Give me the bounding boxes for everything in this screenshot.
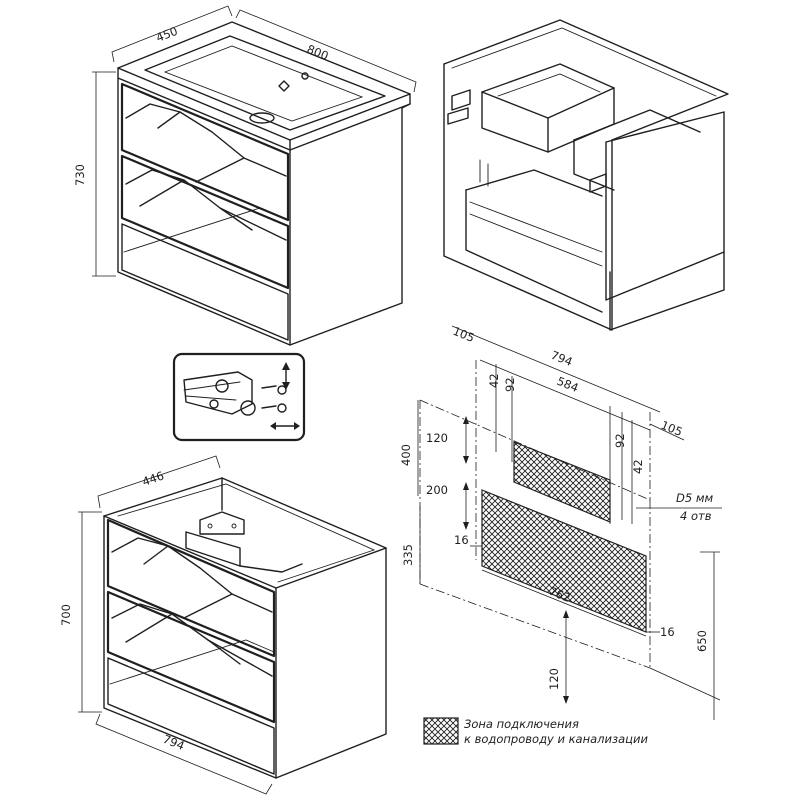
hole-count: 4 отв — [680, 509, 712, 523]
dim-frame-depth: 446 — [140, 468, 165, 488]
dim-zone-height: 200 — [426, 483, 448, 497]
dim-front-depth: 450 — [154, 24, 180, 45]
hole-diameter: D5 мм — [676, 491, 714, 505]
dim-right-offset: 105 — [659, 418, 685, 439]
legend: Зона подключения к водопроводу и канализ… — [423, 717, 648, 746]
dim-inner-pitch-left: 42 — [487, 373, 501, 388]
dim-lower-height: 335 — [401, 544, 415, 566]
dim-total-height: 650 — [695, 630, 709, 652]
dim-front-height: 730 — [73, 164, 87, 186]
dim-mount-spacing: 584 — [555, 374, 581, 395]
legend-line-1: Зона подключения — [464, 717, 579, 731]
dim-side-gap-left: 16 — [454, 533, 469, 547]
dim-floor-offset: 120 — [547, 668, 561, 690]
dim-upper-height: 400 — [399, 444, 413, 466]
front-view-cabinet: 450 800 730 — [73, 5, 417, 346]
dim-total-width: 794 — [549, 348, 575, 369]
dim-frame-height: 700 — [59, 604, 73, 626]
legend-line-2: к водопроводу и канализации — [464, 732, 648, 746]
connection-scheme: 105 794 42 92 584 105 92 42 120 400 200 … — [399, 324, 722, 720]
dim-top-band: 120 — [426, 431, 448, 445]
dim-left-offset: 105 — [451, 324, 477, 345]
dim-outer-pitch-left: 92 — [503, 377, 517, 392]
open-frame-view — [443, 19, 729, 331]
dim-inner-pitch-right: 42 — [631, 459, 645, 474]
fitting-detail-inset — [172, 352, 306, 442]
frame-view-cabinet: 446 700 794 — [59, 455, 387, 795]
dim-side-gap-right: 16 — [660, 625, 675, 639]
dim-outer-pitch-right: 92 — [613, 433, 627, 448]
legend-hatch-swatch — [423, 717, 459, 745]
